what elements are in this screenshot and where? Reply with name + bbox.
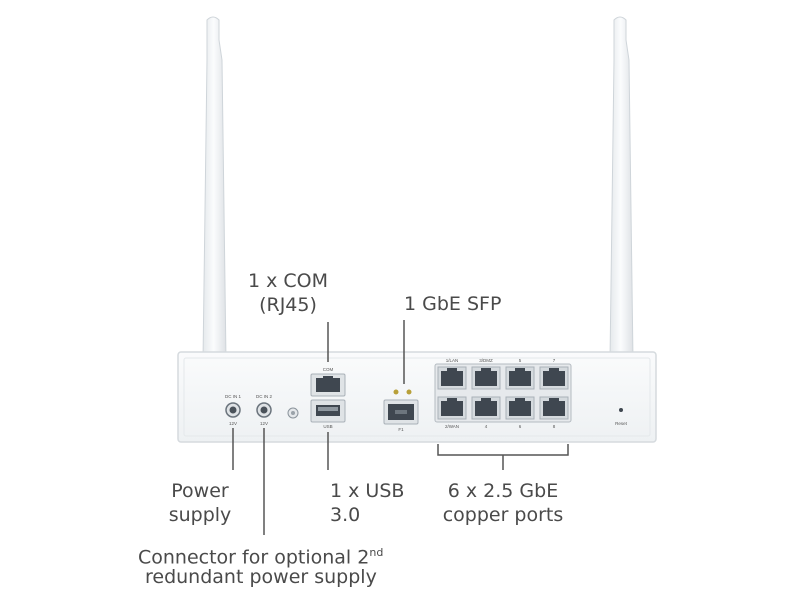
rj45-port-8 (539, 396, 569, 420)
rj45-port-3 (471, 366, 501, 390)
reset-label: Reset (615, 421, 628, 426)
dc-in-2-voltage: 12V (260, 421, 268, 426)
copper-ports (437, 366, 569, 420)
dc-in-1-voltage: 12V (229, 421, 237, 426)
sfp-label: 1 GbE SFP (404, 293, 502, 315)
usb-label: USB (323, 424, 332, 429)
device-body (177, 351, 657, 443)
redundant-label-superscript: nd (369, 546, 384, 559)
port-8-label: 8 (553, 424, 556, 429)
rj45-port-7 (539, 366, 569, 390)
reset-button (619, 408, 623, 412)
rj45-port-1 (437, 366, 467, 390)
redundant-label-line1: Connector for optional 2nd (138, 541, 383, 569)
redundant-label-text: Connector for optional 2 (138, 546, 370, 569)
power-label-line1: Power (171, 480, 229, 502)
port-3-dmz-label: 3/DMZ (479, 358, 493, 363)
port-2-wan-label: 2/WAN (445, 424, 459, 429)
rj45-port-5 (505, 366, 535, 390)
copper-label-line1: 6 x 2.5 GbE (447, 480, 559, 502)
usb-port (310, 399, 346, 423)
sfp-f1-label: F1 (398, 427, 404, 432)
dc-in-1-connector (225, 402, 241, 418)
com-label-line2: (RJ45) (259, 294, 317, 316)
port-1-lan-label: 1/LAN (446, 358, 459, 363)
port-5-label: 5 (519, 358, 522, 363)
copper-callout-bracket (437, 444, 569, 470)
usb-label-line2: 3.0 (330, 504, 361, 526)
port-4-label: 4 (485, 424, 488, 429)
com-label: COM (323, 367, 334, 372)
power-label-line2: supply (168, 504, 232, 526)
com-label-line1: 1 x COM (247, 270, 329, 292)
redundant-label-line2: redundant power supply (145, 566, 377, 588)
right-antenna (608, 16, 636, 387)
dc-in-2-connector (256, 402, 272, 418)
usb-label-line1: 1 x USB (330, 480, 405, 502)
com-port (310, 373, 346, 397)
rj45-port-6 (505, 396, 535, 420)
dc-in-2-label: DC IN 2 (256, 394, 273, 399)
port-6-label: 6 (519, 424, 522, 429)
copper-label-line2: copper ports (442, 504, 564, 526)
rj45-port-4 (471, 396, 501, 420)
sfp-leds (393, 389, 412, 395)
sfp-port (383, 399, 419, 425)
copper-ports-block (434, 363, 572, 423)
ground-screw (287, 407, 299, 419)
port-7-label: 7 (553, 358, 556, 363)
dc-in-1-label: DC IN 1 (225, 394, 242, 399)
rj45-port-2 (437, 396, 467, 420)
left-antenna (201, 16, 229, 387)
